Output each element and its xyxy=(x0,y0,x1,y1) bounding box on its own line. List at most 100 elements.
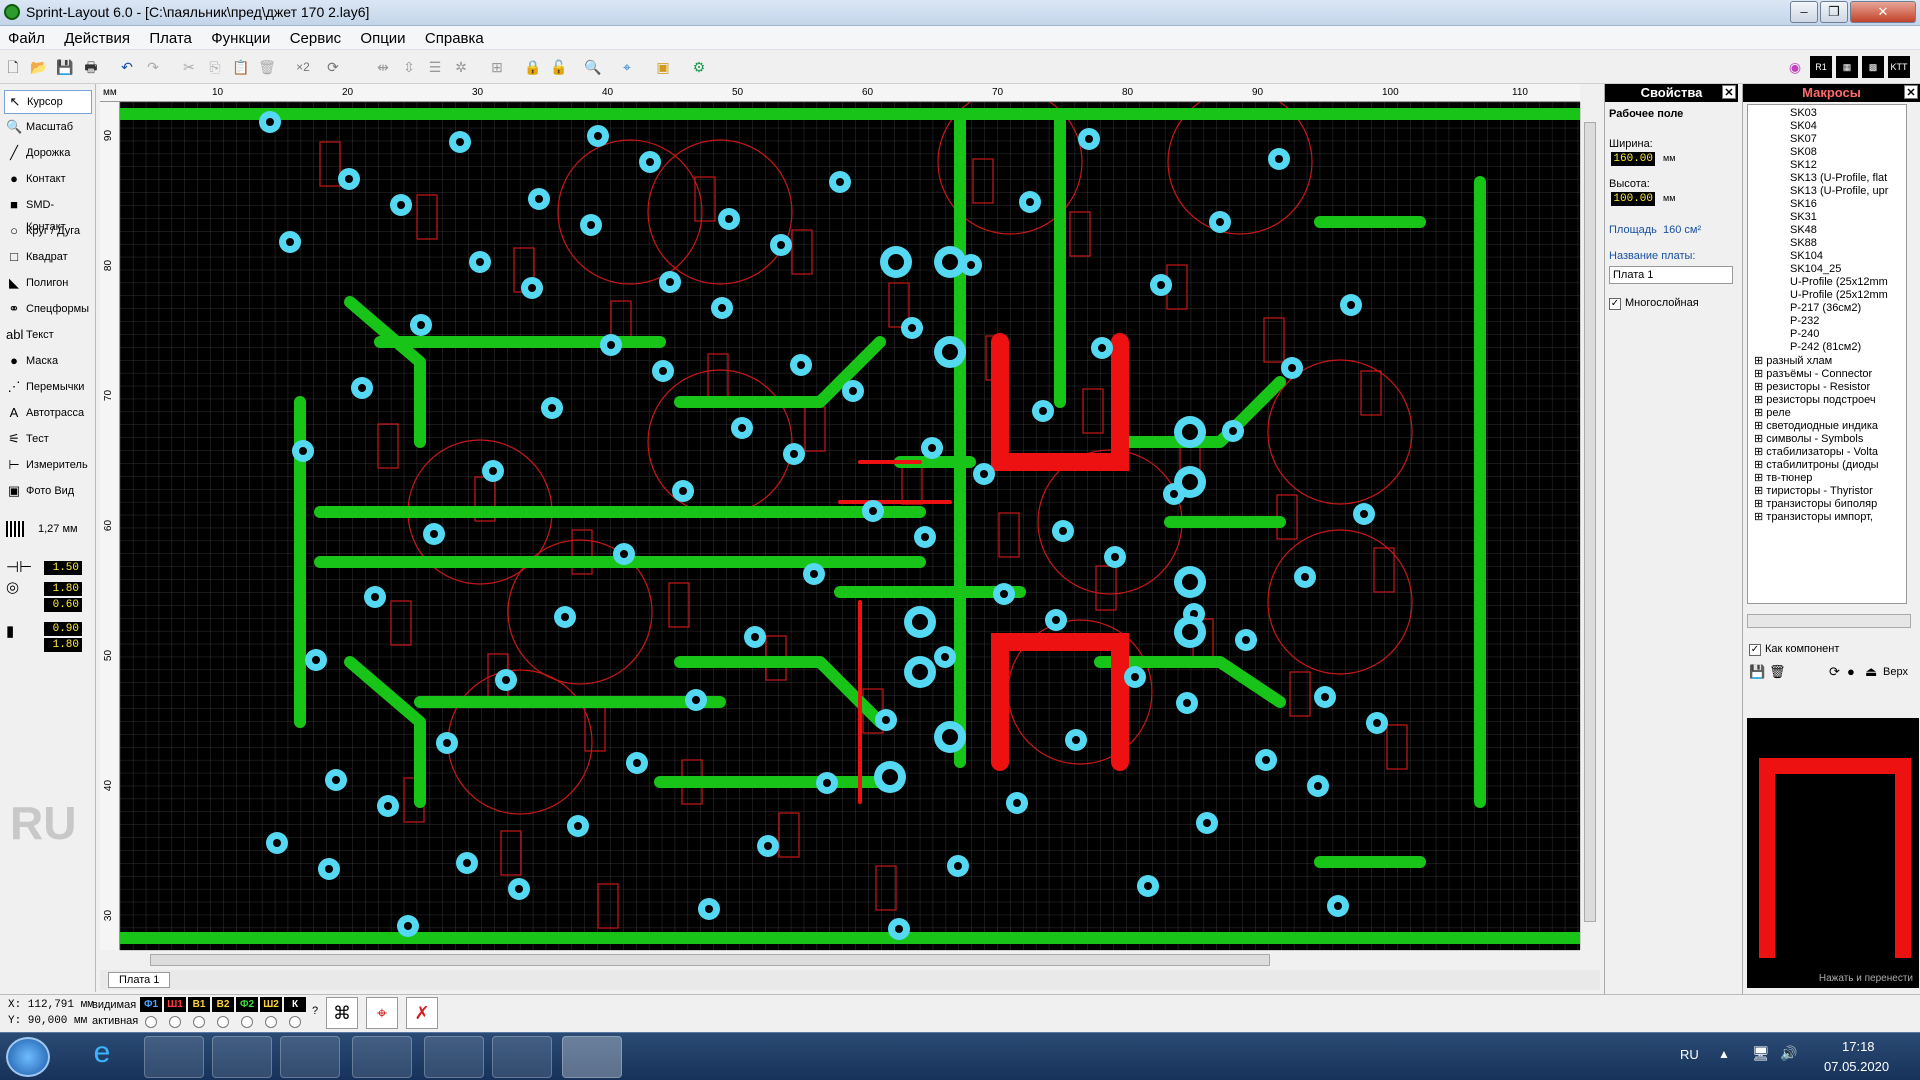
macro-item[interactable]: SK08 xyxy=(1790,146,1817,158)
duplicate-button[interactable]: ×2 xyxy=(296,60,310,74)
width-input[interactable]: 160.00 xyxy=(1611,152,1655,166)
macro-group[interactable]: ⊞ тиристоры - Thyristor xyxy=(1754,484,1873,497)
horizontal-scroll-thumb[interactable] xyxy=(150,954,1270,966)
macro-tree-hscroll[interactable] xyxy=(1747,614,1911,628)
layer-visible-0[interactable]: Ф1 xyxy=(140,997,162,1012)
start-button[interactable] xyxy=(6,1037,50,1077)
layer-visible-6[interactable]: К xyxy=(284,997,306,1012)
layer-toggle-icon[interactable]: ◉ xyxy=(1788,59,1802,75)
macro-group[interactable]: ⊞ стабилизаторы - Volta xyxy=(1754,445,1878,458)
rotate-icon[interactable]: ⟳ xyxy=(327,59,339,75)
expand-icon[interactable]: ⊞ xyxy=(1754,381,1767,393)
expand-icon[interactable]: ⊞ xyxy=(1754,511,1767,523)
layer-active-radio[interactable] xyxy=(217,1016,229,1028)
macro-item[interactable]: SK04 xyxy=(1790,120,1817,132)
macro-group[interactable]: ⊞ символы - Symbols xyxy=(1754,432,1863,445)
expand-icon[interactable]: ⊞ xyxy=(1754,485,1767,497)
tool-pad[interactable]: ●Контакт xyxy=(4,168,92,192)
calculator-icon[interactable] xyxy=(424,1036,484,1078)
close-properties-button[interactable]: ✕ xyxy=(1722,85,1736,99)
tool-test[interactable]: ⚟Тест xyxy=(4,428,92,452)
smd-width-input[interactable]: 0.90 xyxy=(44,622,82,636)
keyboard-icon[interactable] xyxy=(352,1036,412,1078)
vertical-scroll-thumb[interactable] xyxy=(1584,122,1596,922)
drc-off-icon[interactable]: ✗ xyxy=(406,997,438,1029)
new-file-icon[interactable]: 🗋 xyxy=(7,59,19,75)
macro-group[interactable]: ⊞ резисторы - Resistor xyxy=(1754,380,1870,393)
tool-track[interactable]: ╱Дорожка xyxy=(4,142,92,166)
layer-visible-2[interactable]: В1 xyxy=(188,997,210,1012)
macro-group[interactable]: ⊞ разъёмы - Connector xyxy=(1754,367,1872,380)
menu-help[interactable]: Справка xyxy=(424,30,484,47)
menu-functions[interactable]: Функции xyxy=(211,30,271,47)
macro-item[interactable]: SK104 xyxy=(1790,250,1824,262)
board-name-input[interactable]: Плата 1 xyxy=(1609,266,1733,284)
macro-item[interactable]: SK13 (U-Profile, flat xyxy=(1790,172,1888,184)
menu-actions[interactable]: Действия xyxy=(64,30,130,47)
open-file-icon[interactable]: 📂 xyxy=(30,59,48,75)
layer-active-radio[interactable] xyxy=(265,1016,277,1028)
tool-polygon[interactable]: ◣Полигон xyxy=(4,272,92,296)
language-indicator[interactable]: RU xyxy=(1680,1047,1699,1062)
multilayer-checkbox[interactable]: ✓ xyxy=(1609,298,1621,310)
layer-visible-1[interactable]: Ш1 xyxy=(164,997,186,1012)
tool-cursor[interactable]: ↖Курсор xyxy=(4,90,92,114)
tool-photo[interactable]: ▣Фото Вид xyxy=(4,480,92,504)
photo-view-icon[interactable]: ▣ xyxy=(656,59,670,75)
layer-active-radio[interactable] xyxy=(193,1016,205,1028)
media-player-icon[interactable] xyxy=(212,1036,272,1078)
macro-group[interactable]: ⊞ светодиодные индика xyxy=(1754,419,1878,432)
layer-visible-3[interactable]: В2 xyxy=(212,997,234,1012)
layer-active-radio[interactable] xyxy=(241,1016,253,1028)
tool-jumper[interactable]: ⋰Перемычки xyxy=(4,376,92,400)
expand-icon[interactable]: ⊞ xyxy=(1754,459,1767,471)
volume-icon[interactable]: 🔊 xyxy=(1780,1045,1798,1061)
pcb-canvas[interactable] xyxy=(120,102,1580,950)
layer-active-radio[interactable] xyxy=(289,1016,301,1028)
macro-item[interactable]: P-232 xyxy=(1790,315,1820,327)
tool-smd[interactable]: ■SMD-Контакт xyxy=(4,194,92,233)
mirror-h-icon[interactable]: ⇹ xyxy=(377,59,389,75)
macro-group[interactable]: ⊞ резисторы подстроеч xyxy=(1754,393,1876,406)
pad-inner-input[interactable]: 0.60 xyxy=(44,598,82,612)
paste-icon[interactable]: 📋 xyxy=(232,59,250,75)
tool-special[interactable]: ⚭Спецформы xyxy=(4,298,92,322)
macro-item[interactable]: P-242 (81см2) xyxy=(1790,341,1862,353)
save-icon[interactable]: 💾 xyxy=(56,59,74,75)
explorer-icon[interactable] xyxy=(144,1036,204,1078)
delete-icon[interactable]: 🗑 xyxy=(258,59,276,75)
expand-icon[interactable]: ⊞ xyxy=(1754,420,1767,432)
mirror-v-icon[interactable]: ⇳ xyxy=(403,59,415,75)
redo-icon[interactable]: ↷ xyxy=(147,59,159,75)
group-icon[interactable]: ⊞ xyxy=(491,59,503,75)
smd-height-input[interactable]: 1.80 xyxy=(44,638,82,652)
macro-item[interactable]: SK13 (U-Profile, upr xyxy=(1790,185,1889,197)
expand-icon[interactable]: ⊞ xyxy=(1754,368,1767,380)
macro-item[interactable]: SK16 xyxy=(1790,198,1817,210)
layer-macro-icon[interactable]: ● xyxy=(1847,664,1855,679)
close-macros-button[interactable]: ✕ xyxy=(1904,85,1918,99)
macro-item[interactable]: U-Profile (25x12mm xyxy=(1790,289,1888,301)
expand-icon[interactable]: ⊞ xyxy=(1754,433,1767,445)
layer-visible-4[interactable]: Ф2 xyxy=(236,997,258,1012)
tool-mask[interactable]: ●Маска xyxy=(4,350,92,374)
close-button[interactable]: ✕ xyxy=(1850,1,1916,23)
lock-icon[interactable]: 🔒 xyxy=(524,59,542,75)
menu-file[interactable]: Файл xyxy=(8,30,45,47)
crosshair-icon[interactable]: ⌖ xyxy=(623,59,631,75)
snap-icon[interactable]: ✲ xyxy=(455,59,467,75)
board-tab[interactable]: Плата 1 xyxy=(108,972,171,988)
macro-group[interactable]: ⊞ транзисторы импорт, xyxy=(1754,510,1873,523)
macro-group[interactable]: ⊞ разный хлам xyxy=(1754,354,1832,367)
r1-icon[interactable]: R1 xyxy=(1810,56,1832,78)
firefox-icon[interactable] xyxy=(280,1036,340,1078)
help-button[interactable]: ? xyxy=(312,1005,319,1017)
macro-group[interactable]: ⊞ реле xyxy=(1754,406,1791,419)
expand-icon[interactable]: ⊞ xyxy=(1754,472,1767,484)
maximize-button[interactable]: ❐ xyxy=(1820,1,1848,23)
tool-rect[interactable]: □Квадрат xyxy=(4,246,92,270)
expand-icon[interactable]: ⊞ xyxy=(1754,355,1767,367)
undo-icon[interactable]: ↶ xyxy=(121,59,133,75)
